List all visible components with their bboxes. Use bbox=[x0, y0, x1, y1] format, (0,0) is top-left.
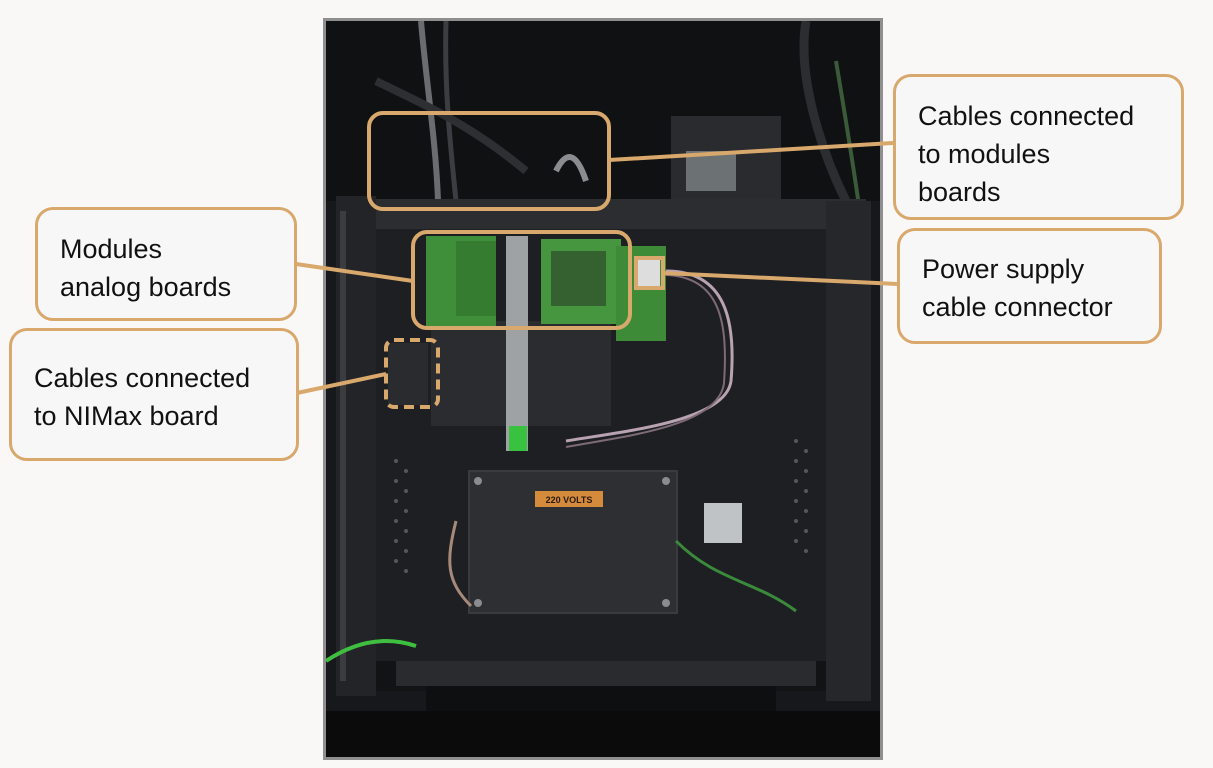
callout-modules-analog-boards: Modules analog boards bbox=[35, 207, 297, 321]
base-plate bbox=[426, 686, 776, 711]
cabinet-illustration: 220 VOLTS bbox=[326, 21, 880, 757]
callout-power-connector: Power supply cable connector bbox=[897, 228, 1162, 344]
front-lip bbox=[396, 661, 816, 686]
power-connector bbox=[638, 256, 660, 286]
screw-2 bbox=[662, 477, 670, 485]
ground-wire bbox=[326, 639, 417, 663]
voltage-sticker bbox=[535, 491, 603, 507]
green-connector bbox=[509, 426, 527, 451]
cabinet-bottom bbox=[326, 711, 880, 757]
aluminum-rail bbox=[506, 236, 528, 451]
upper-cavity bbox=[326, 21, 880, 201]
terminal-block bbox=[704, 503, 742, 543]
screw-3 bbox=[474, 599, 482, 607]
ribbon-connector bbox=[551, 251, 606, 306]
cabinet-photo: 220 VOLTS bbox=[323, 18, 883, 760]
cable-right-1 bbox=[799, 21, 851, 204]
screw-4 bbox=[662, 599, 670, 607]
vent-right bbox=[794, 439, 808, 553]
green-wire bbox=[674, 539, 797, 613]
twisted-wire-2 bbox=[565, 274, 726, 448]
hinge bbox=[340, 211, 346, 681]
callout-modules-cables: Cables connected to modules boards bbox=[893, 74, 1184, 220]
brown-wire bbox=[448, 520, 473, 608]
right-frame bbox=[826, 201, 871, 701]
top-module-connector bbox=[686, 151, 736, 191]
analog-board-2 bbox=[456, 241, 496, 316]
screw-1 bbox=[474, 477, 482, 485]
callout-nimax-cables: Cables connected to NIMax board bbox=[9, 328, 299, 461]
nimax-connector bbox=[388, 343, 428, 405]
voltage-label: 220 VOLTS bbox=[546, 495, 593, 505]
vent-left bbox=[394, 459, 408, 573]
shelf bbox=[346, 199, 866, 229]
